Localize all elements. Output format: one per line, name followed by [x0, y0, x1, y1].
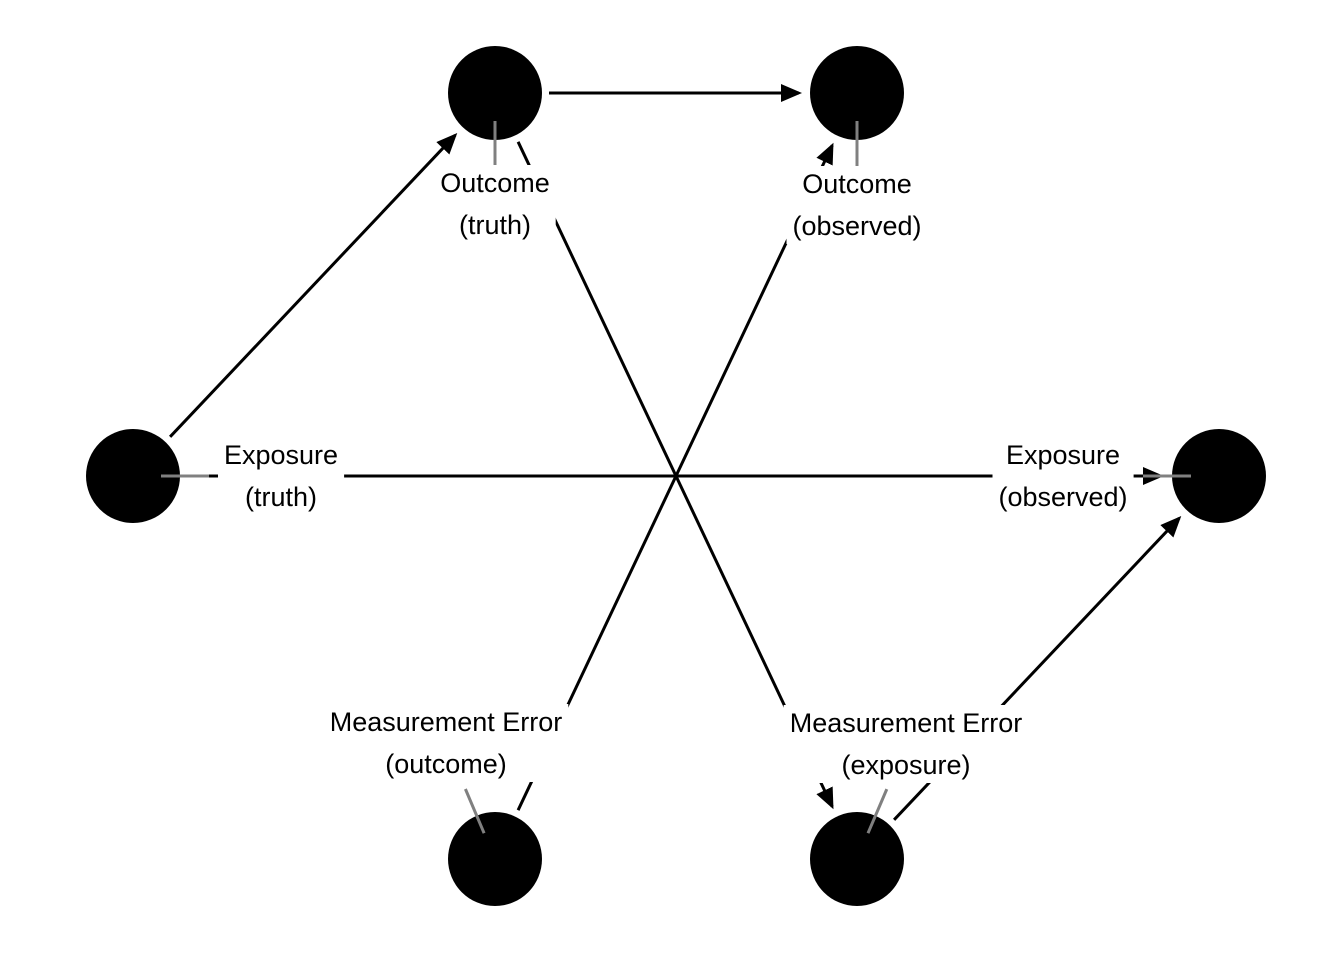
nodes-layer [86, 46, 1266, 906]
exposure-truth-node [86, 429, 180, 523]
outcome-observed-label-line-1: Outcome [802, 169, 912, 199]
measurement-error-outcome-node [448, 812, 542, 906]
outcome-truth-label-line-2: (truth) [459, 210, 531, 240]
exposure-observed-label-line-2: (observed) [998, 482, 1127, 512]
outcome-observed-label: Outcome (observed) [786, 166, 928, 244]
exposure-truth-label-line-2: (truth) [245, 482, 317, 512]
measurement-error-outcome-label: Measurement Error (outcome) [323, 704, 569, 782]
outcome-truth-label-bg [434, 165, 556, 243]
measurement-error-outcome-leader [464, 788, 486, 834]
leaders-layer [161, 121, 1191, 834]
outcome-truth-node [448, 46, 542, 140]
exposure-truth-label-bg [218, 437, 345, 515]
exposure-observed-node [1172, 429, 1266, 523]
outcome-observed-label-bg [786, 166, 928, 244]
edge-outcome-truth-to-me-exposure [516, 141, 834, 810]
measurement-error-outcome-label-line-2: (outcome) [385, 749, 507, 779]
labels-layer: Exposure (truth) Outcome (truth) Outcome (obs… [218, 165, 1134, 783]
measurement-error-exposure-label-line-1: Measurement Error [790, 708, 1023, 738]
outcome-observed-node [810, 46, 904, 140]
measurement-error-outcome-label-line-1: Measurement Error [330, 707, 563, 737]
exposure-truth-label-line-1: Exposure [224, 440, 338, 470]
edge-me-outcome-to-outcome-observed [516, 142, 834, 811]
outcome-truth-label: Outcome (truth) [434, 165, 556, 243]
edge-exposure-truth-to-outcome-truth [169, 133, 458, 438]
measurement-error-exposure-node [810, 812, 904, 906]
measurement-error-exposure-leader [866, 788, 889, 834]
exposure-observed-label-line-1: Exposure [1006, 440, 1120, 470]
outcome-observed-label-line-2: (observed) [792, 211, 921, 241]
exposure-observed-label: Exposure (observed) [992, 437, 1134, 515]
measurement-error-outcome-label-bg [323, 704, 569, 782]
exposure-truth-label: Exposure (truth) [218, 437, 345, 515]
measurement-error-exposure-label-line-2: (exposure) [841, 750, 970, 780]
measurement-error-exposure-label: Measurement Error (exposure) [783, 705, 1029, 783]
outcome-truth-label-line-1: Outcome [440, 168, 550, 198]
measurement-error-exposure-label-bg [783, 705, 1029, 783]
exposure-observed-label-bg [992, 437, 1134, 515]
